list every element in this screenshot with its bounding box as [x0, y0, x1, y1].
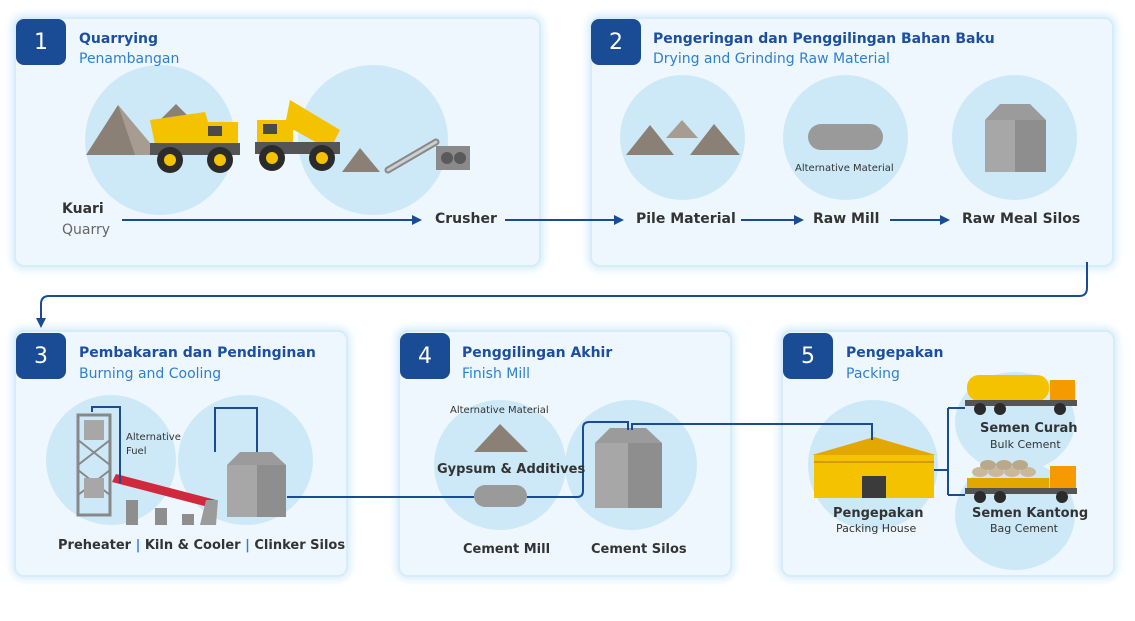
section-2-subtitle: Drying and Grinding Raw Material	[653, 51, 890, 67]
crushed-pile-icon	[342, 148, 380, 172]
label-quarry: Quarry	[62, 222, 111, 238]
label-crusher: Crusher	[435, 211, 497, 227]
bulk-tanker-truck-icon	[965, 375, 1077, 415]
label-packing-house: Packing House	[836, 522, 917, 535]
label-alternative-material-4: Alternative Material	[450, 405, 549, 416]
cement-mill-drum-icon	[474, 485, 527, 507]
cement-mill-circle	[434, 400, 566, 530]
section-4-title: Penggilingan Akhir	[462, 345, 613, 361]
label-clinker-silos: Clinker Silos	[254, 538, 346, 553]
separator: |	[135, 538, 141, 553]
section-1-badge: 1	[16, 19, 66, 65]
label-pile-material: Pile Material	[636, 211, 736, 227]
section-1-subtitle: Penambangan	[79, 51, 180, 67]
section-5-title: Pengepakan	[846, 345, 944, 361]
section-4-subtitle: Finish Mill	[462, 366, 531, 382]
pipe-silos-to-packing	[631, 423, 873, 440]
label-cement-silos: Cement Silos	[591, 542, 687, 557]
label-burning-stages: Preheater | Kiln & Cooler | Clinker Silo…	[58, 538, 345, 553]
label-alternative-material-2: Alternative Material	[795, 163, 894, 174]
cement-silo-icon	[595, 428, 662, 508]
label-alternative-fuel-line1: Alternative	[126, 432, 181, 443]
section-1-title: Quarrying	[79, 31, 159, 47]
label-preheater: Preheater	[58, 538, 132, 553]
label-semen-curah: Semen Curah	[980, 421, 1078, 436]
packing-house-icon	[812, 437, 936, 498]
conveyor-icon	[384, 138, 440, 174]
branch-to-trucks	[934, 407, 965, 496]
label-raw-meal-silos: Raw Meal Silos	[962, 211, 1081, 227]
pipe-mill-to-silos	[527, 421, 629, 498]
raw-mill-drum-icon	[808, 124, 883, 150]
label-raw-mill: Raw Mill	[813, 211, 880, 227]
pile-material-icon	[626, 120, 740, 155]
label-kiln-cooler: Kiln & Cooler	[144, 538, 241, 553]
bag-truck-icon	[965, 460, 1077, 503]
label-kuari: Kuari	[62, 201, 104, 217]
label-semen-kantong: Semen Kantong	[972, 506, 1089, 521]
crusher-machine-icon	[436, 146, 470, 170]
label-cement-mill: Cement Mill	[463, 542, 551, 557]
section-3-title: Pembakaran dan Pendinginan	[79, 345, 316, 361]
section-3-subtitle: Burning and Cooling	[79, 366, 222, 382]
section-3-badge: 3	[16, 333, 66, 379]
kiln-icon	[112, 474, 218, 525]
fuel-feed-line	[91, 406, 121, 483]
section-4-badge: 4	[400, 333, 450, 379]
dump-truck-tipping-icon	[255, 100, 340, 171]
label-bag-cement: Bag Cement	[990, 522, 1058, 535]
preheater-tower-icon	[76, 413, 112, 517]
clinker-silo-icon	[227, 452, 286, 517]
separator: |	[245, 538, 250, 553]
section-2-title: Pengeringan dan Penggilingan Bahan Baku	[653, 31, 995, 47]
raw-meal-silo-icon	[985, 104, 1046, 172]
label-bulk-cement: Bulk Cement	[990, 438, 1061, 451]
clinker-feed-line	[214, 407, 258, 452]
connector-raw-to-burning	[36, 262, 1088, 328]
section-2-badge: 2	[591, 19, 641, 65]
section-5-badge: 5	[783, 333, 833, 379]
dump-truck-icon	[150, 112, 240, 173]
label-gypsum-additives: Gypsum & Additives	[437, 462, 586, 477]
label-alternative-fuel-line2: Fuel	[126, 446, 147, 457]
section-5-subtitle: Packing	[846, 366, 900, 382]
label-pengepakan: Pengepakan	[833, 506, 924, 521]
gypsum-pile-icon	[474, 424, 528, 452]
